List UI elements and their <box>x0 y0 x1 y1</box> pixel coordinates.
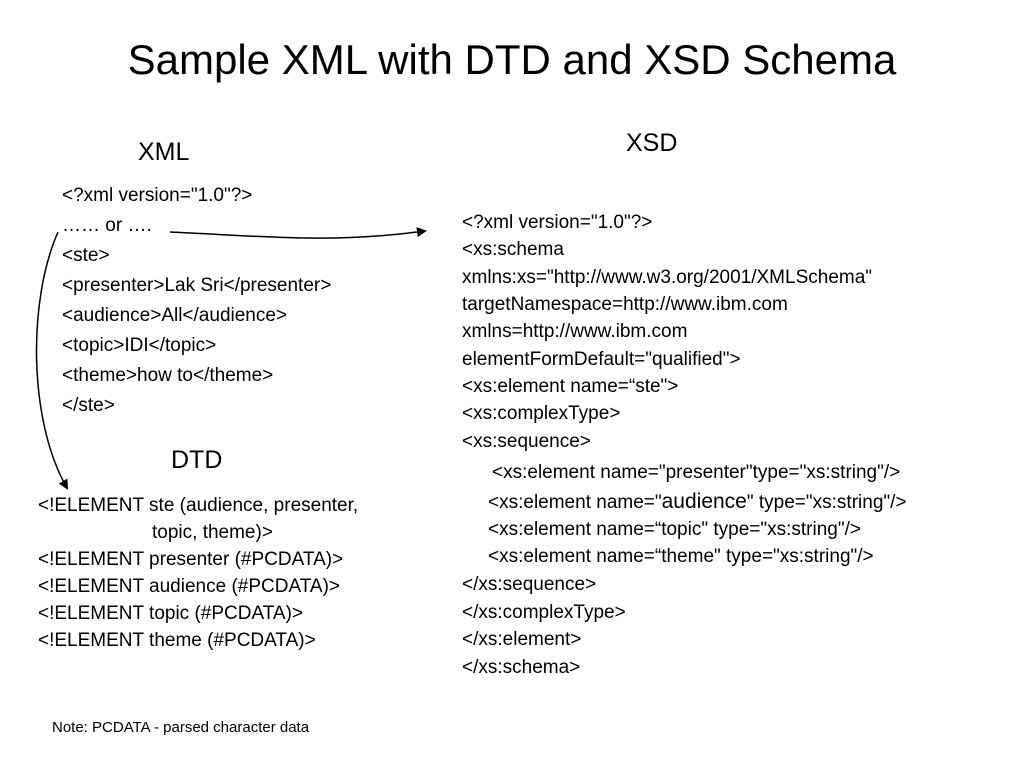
dtd-line: <!ELEMENT presenter (#PCDATA)> <box>38 549 344 570</box>
dtd-line: topic, theme)> <box>152 522 273 543</box>
xml-line: <presenter>Lak Sri</presenter> <box>62 275 332 296</box>
xsd-line: <?xml version="1.0"?> <box>462 212 653 233</box>
dtd-heading: DTD <box>171 446 223 474</box>
xml-heading: XML <box>138 138 190 166</box>
xml-line: </ste> <box>62 395 115 416</box>
xsd-line: </xs:element> <box>462 629 582 650</box>
dtd-line: <!ELEMENT ste (audience, presenter, <box>38 495 359 516</box>
xsd-line: <xs:complexType> <box>462 403 621 424</box>
dtd-line: <!ELEMENT theme (#PCDATA)> <box>38 630 316 651</box>
dtd-line: <!ELEMENT audience (#PCDATA)> <box>38 576 341 597</box>
xsd-line: </xs:schema> <box>462 657 581 678</box>
xsd-line-part: <xs:element name=" <box>488 492 662 513</box>
xsd-line: <xs:element name=“ste"> <box>462 376 679 397</box>
xml-line: <?xml version="1.0"?> <box>62 185 253 206</box>
xsd-line: </xs:complexType> <box>462 602 626 623</box>
dtd-line: <!ELEMENT topic (#PCDATA)> <box>38 603 304 624</box>
xml-line: <ste> <box>62 245 110 266</box>
footnote: Note: PCDATA - parsed character data <box>52 719 310 736</box>
xsd-line: <xs:schema <box>462 239 564 260</box>
xsd-line: <xs:element name="presenter"type="xs:str… <box>492 462 901 483</box>
xsd-heading: XSD <box>626 129 678 157</box>
xsd-line-audience: <xs:element name="audience" type="xs:str… <box>488 490 907 515</box>
xsd-line: xmlns=http://www.ibm.com <box>462 321 688 342</box>
xsd-line: </xs:sequence> <box>462 574 597 595</box>
xsd-line: <xs:element name=“topic" type="xs:string… <box>488 519 861 540</box>
slide-title: Sample XML with DTD and XSD Schema <box>127 36 897 83</box>
xml-line: …… or …. <box>62 215 152 236</box>
xsd-line: <xs:sequence> <box>462 431 591 452</box>
xsd-line: <xs:element name=“theme" type="xs:string… <box>488 546 874 567</box>
arrow-xml-to-dtd <box>35 231 68 490</box>
xsd-line: xmlns:xs="http://www.w3.org/2001/XMLSche… <box>462 267 873 288</box>
xml-line: <topic>IDI</topic> <box>62 335 217 356</box>
xsd-line-part: audience <box>661 490 747 513</box>
arrow-xml-to-xsd <box>169 227 427 239</box>
xml-line: <theme>how to</theme> <box>62 365 274 386</box>
xsd-line: targetNamespace=http://www.ibm.com <box>462 294 788 315</box>
xsd-line-part: " type="xs:string"/> <box>746 492 907 513</box>
xml-line: <audience>All</audience> <box>62 305 288 326</box>
xsd-line: elementFormDefault="qualified"> <box>462 349 741 370</box>
